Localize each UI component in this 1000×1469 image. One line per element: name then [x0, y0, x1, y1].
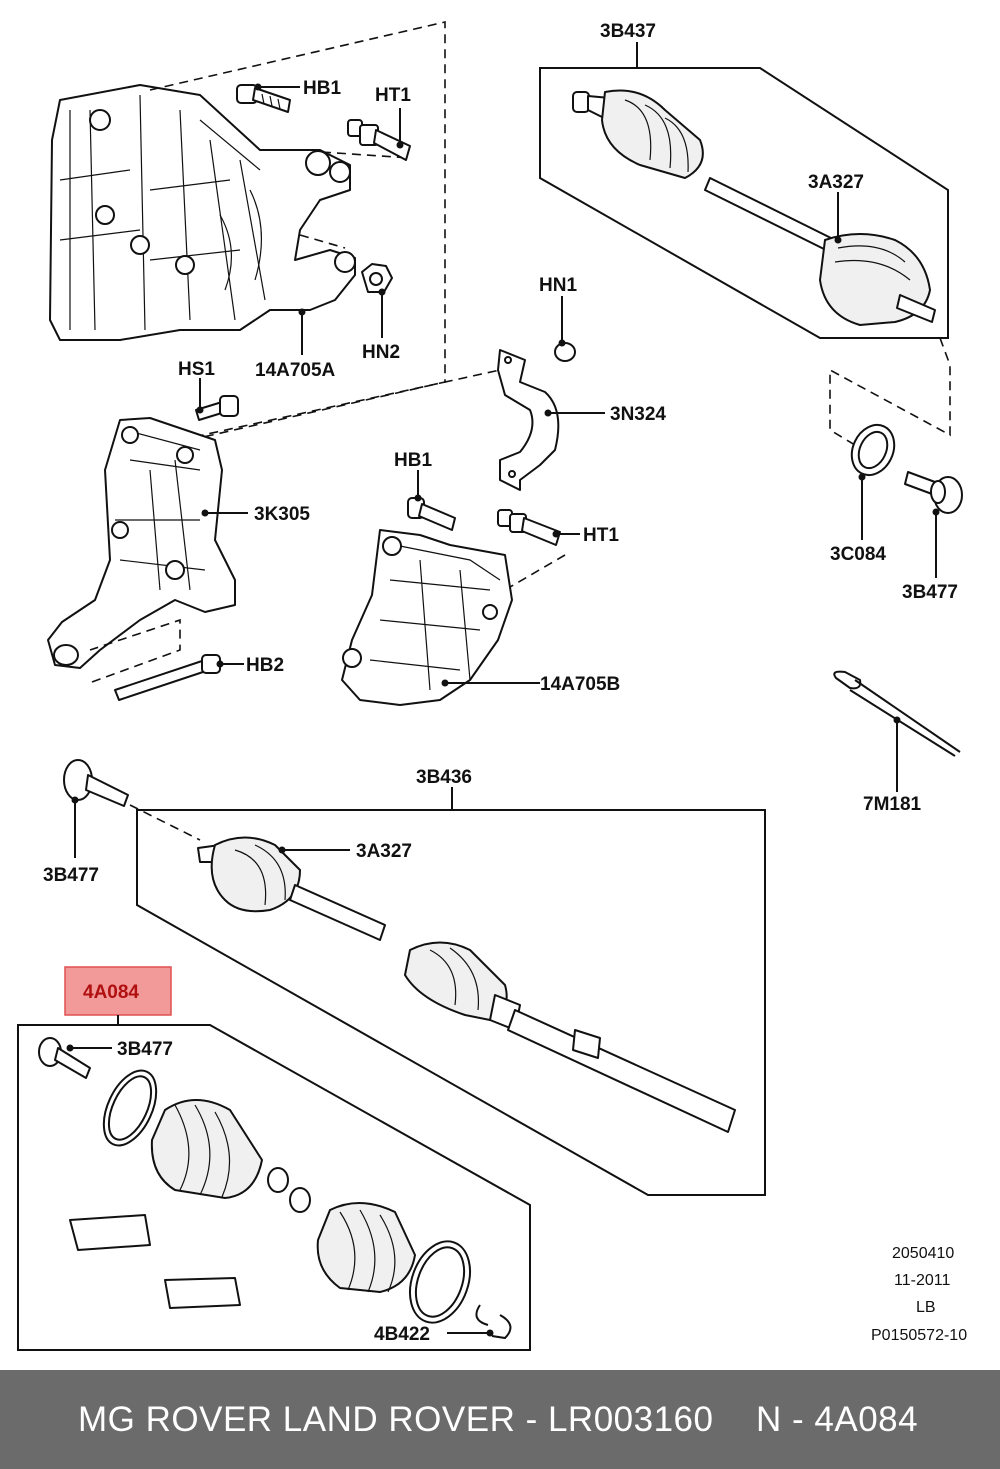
bracket-14a705a-drawing: [49, 84, 356, 341]
callout-3c084: 3C084: [830, 544, 886, 565]
callout-7m181: 7M181: [863, 794, 922, 815]
callout-hs1: HS1: [178, 359, 215, 380]
bolt-ht1-mid: [497, 509, 561, 546]
strap-3n324: [497, 349, 560, 491]
meta-line-3: LB: [916, 1299, 936, 1316]
bolt-3b477-right: [904, 471, 963, 514]
callout-4a084: 4A084: [83, 982, 139, 1003]
callout-3b436: 3B436: [416, 767, 472, 788]
callout-3b477-kit: 3B477: [117, 1039, 173, 1060]
callout-3k305: 3K305: [254, 504, 310, 525]
meta-line-4: P0150572-10: [871, 1327, 967, 1344]
callout-hn1: HN1: [539, 275, 577, 296]
bolt-hb2: [114, 654, 221, 701]
meta-line-1: 2050410: [892, 1245, 954, 1262]
bolt-3b477-kit: [38, 1037, 91, 1079]
nut-hn2: [361, 263, 393, 293]
callout-3b477-right: 3B477: [902, 582, 958, 603]
exploded-parts-diagram: HB1 HT1 HN2 14A705A 3B437 3A327 3C084 3B…: [17, 20, 967, 1351]
callout-3b477-left: 3B477: [43, 865, 99, 886]
nut-hn1: [554, 342, 576, 362]
callout-hb2: HB2: [246, 655, 284, 676]
bolt-hb1-mid: [407, 497, 456, 531]
callout-ht1-mid: HT1: [583, 525, 619, 546]
meta-line-2: 11-2011: [894, 1272, 950, 1289]
callout-3a327-top: 3A327: [808, 172, 864, 193]
callout-hb1-mid: HB1: [394, 450, 432, 471]
knuckle-3k305-drawing: [47, 417, 236, 669]
driveshaft-3b437-drawing: [572, 89, 936, 326]
callout-ht1-top: HT1: [375, 85, 411, 106]
callout-4b422: 4B422: [374, 1324, 430, 1345]
footer-manufacturer-part: MG ROVER LAND ROVER - LR003160: [78, 1400, 714, 1439]
callout-14a705b: 14A705B: [540, 674, 620, 695]
bolt-hs1: [195, 395, 239, 421]
footer-diagram-ref: N - 4A084: [756, 1400, 919, 1439]
boot-kit-parts: [69, 1069, 512, 1340]
bracket-14a705b-drawing: [341, 529, 513, 706]
callout-hn2: HN2: [362, 342, 400, 363]
clip-7m181: [833, 670, 961, 757]
callout-3b437: 3B437: [600, 21, 656, 42]
footer-bar: MG ROVER LAND ROVER - LR003160 N - 4A084: [0, 1370, 1000, 1469]
callout-hb1-top: HB1: [303, 78, 341, 99]
driveshaft-3b436-drawing: [197, 836, 736, 1133]
callout-14a705a: 14A705A: [255, 360, 336, 381]
callout-3n324: 3N324: [610, 404, 666, 425]
bolt-ht1-top: [347, 119, 411, 161]
seal-3c084: [850, 423, 896, 477]
bolt-hb1-top: [236, 84, 291, 113]
callout-4a084-highlight: [64, 966, 172, 1016]
callout-3a327-bottom: 3A327: [356, 841, 412, 862]
bolt-3b477-left: [63, 759, 129, 807]
